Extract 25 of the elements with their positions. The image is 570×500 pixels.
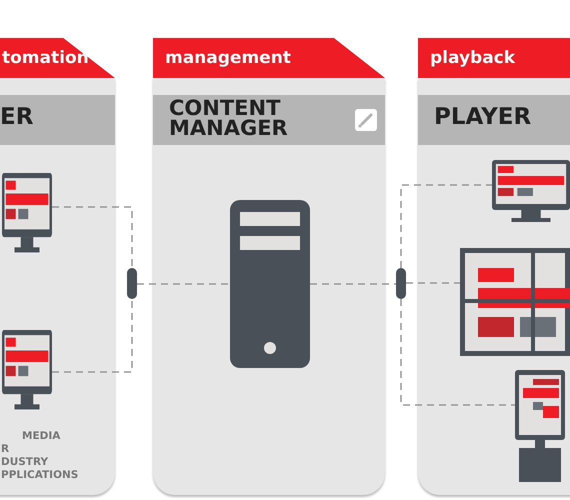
panel-title: PLAYER: [434, 107, 532, 127]
connector-line: [137, 283, 230, 285]
body-text: PPLICATIONS: [1, 469, 78, 481]
video-wall-drawing: [460, 248, 570, 356]
body-text: R: [1, 443, 10, 455]
connector-line: [310, 283, 396, 285]
panel-title: ER: [0, 107, 34, 127]
panel-title: CONTENT MANAGER: [169, 98, 289, 138]
server-drawing: [230, 200, 310, 368]
monitor-drawing: [2, 330, 52, 412]
connector-line: [400, 299, 515, 406]
monitor-drawing: [2, 173, 52, 255]
connector-line: [52, 206, 133, 268]
body-text: MEDIA: [22, 430, 60, 442]
header-tab: tomation: [0, 38, 115, 78]
header-tab: playback: [418, 38, 570, 78]
monitor-drawing: [492, 160, 570, 224]
connector-line: [52, 299, 133, 373]
connector-line: [400, 184, 492, 268]
body-text: DUSTRY: [1, 456, 48, 468]
connector-line: [406, 282, 460, 284]
kiosk-drawing: [515, 370, 565, 482]
connector-pill: [396, 268, 406, 299]
header-tab: management: [153, 38, 385, 78]
connector-pill: [127, 268, 137, 299]
